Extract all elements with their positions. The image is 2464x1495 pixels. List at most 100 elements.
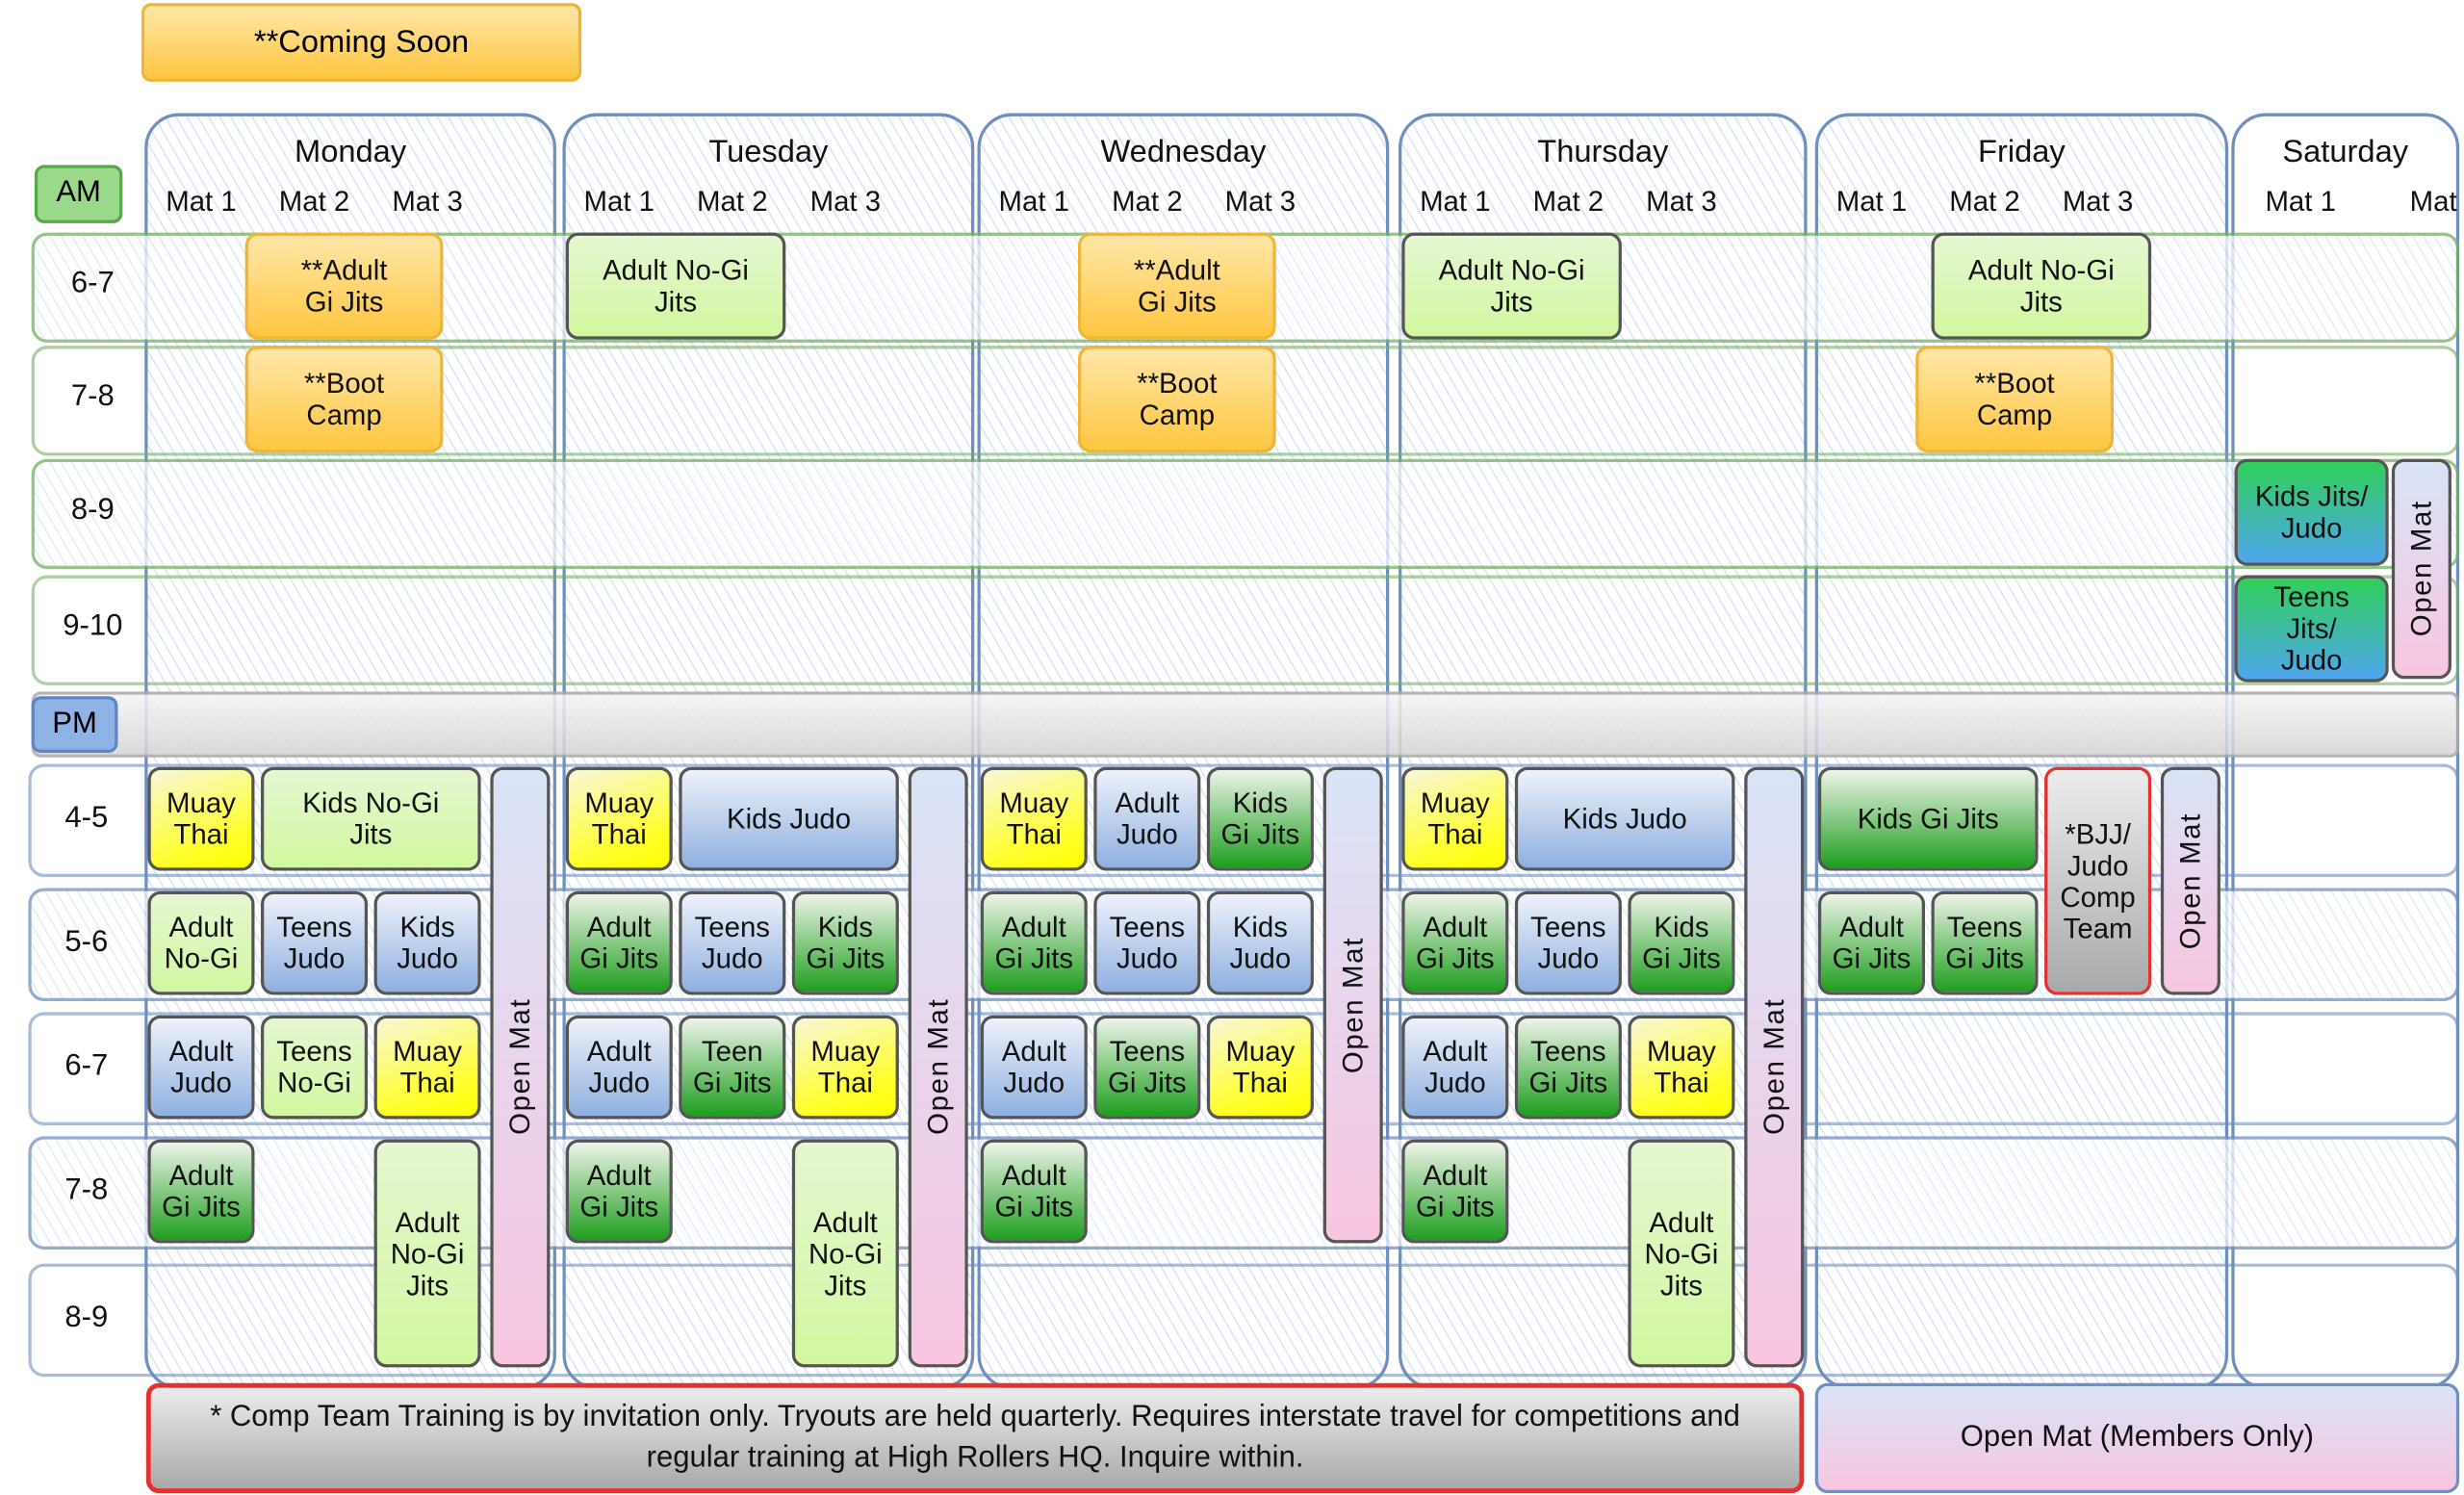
class-label: **Boot Camp — [1974, 368, 2055, 431]
class-label: **Boot Camp — [1137, 368, 1218, 431]
class-label: Open Mat — [922, 998, 955, 1136]
class-block: Adult No-Gi Jits — [565, 232, 786, 340]
pm-row-4-5 — [28, 763, 2460, 878]
class-block: **Boot Camp — [1915, 346, 2114, 453]
class-label: Adult Judo — [1423, 1035, 1488, 1099]
class-block: Adult No-Gi Jits — [1401, 232, 1622, 340]
class-label: Adult Gi Jits — [1415, 1159, 1495, 1224]
class-block: Kids Gi Jits — [791, 890, 899, 995]
class-label: Teens Judo — [694, 911, 771, 975]
class-block: Adult No-Gi Jits — [1931, 232, 2152, 340]
class-block: Adult Gi Jits — [565, 1139, 673, 1244]
class-label: Teen Gi Jits — [692, 1035, 772, 1099]
class-block: Adult No-Gi Jits — [791, 1139, 899, 1368]
class-block: Kids Gi Jits — [1817, 766, 2039, 871]
class-block: Muay Thai — [1206, 1015, 1314, 1120]
class-label: Adult Gi Jits — [162, 1159, 241, 1224]
class-label: Open Mat — [504, 998, 536, 1136]
class-label: Adult Judo — [586, 1035, 652, 1099]
mat-label: Mat 3 — [1646, 185, 1717, 218]
class-block: Adult Judo — [1093, 766, 1201, 871]
class-label: Kids No-Gi Jits — [302, 786, 440, 851]
class-label: Kids Judo — [727, 803, 852, 835]
class-block: Kids Gi Jits — [1206, 766, 1314, 871]
class-label: Open Mat — [1337, 937, 1370, 1074]
class-label: Muay Thai — [1646, 1035, 1716, 1099]
class-block: Muay Thai — [147, 766, 255, 871]
class-label: Adult Judo — [1001, 1035, 1066, 1099]
class-label: Adult No-Gi Jits — [1438, 254, 1585, 318]
mat-label: Mat 3 — [809, 185, 882, 218]
class-label: Kids Gi Jits — [1857, 803, 1999, 835]
day-name: Tuesday — [708, 135, 829, 170]
class-label: Muay Thai — [810, 1035, 881, 1099]
class-block: Adult Judo — [1401, 1015, 1509, 1120]
class-label: **Adult Gi Jits — [1133, 254, 1220, 318]
class-block: Kids Jits/ Judo — [2234, 458, 2389, 566]
class-block: **Adult Gi Jits — [1077, 232, 1276, 340]
class-block: Teens Jits/ Judo — [2234, 575, 2389, 683]
am-row-8-9 — [31, 458, 2460, 570]
class-block: Teens Judo — [261, 890, 369, 995]
time-label: 8-9 — [64, 1301, 109, 1335]
class-block: Adult Judo — [565, 1015, 673, 1120]
class-label: Muay Thai — [584, 786, 654, 851]
class-label: Adult No-Gi Jits — [1644, 1206, 1719, 1302]
am-badge: AM — [34, 165, 123, 223]
day-name: Wednesday — [1100, 135, 1267, 170]
class-block: Teens Gi Jits — [1093, 1015, 1201, 1120]
class-label: **Boot Camp — [303, 368, 385, 431]
class-label: Open Mat — [2405, 500, 2438, 638]
class-label: Open Mat — [1758, 998, 1790, 1136]
coming-soon-legend: **Coming Soon — [141, 3, 582, 82]
class-block: Adult Judo — [980, 1015, 1088, 1120]
class-label: Muay Thai — [1225, 1035, 1296, 1099]
class-block: Muay Thai — [1401, 766, 1509, 871]
time-label: 5-6 — [64, 925, 109, 959]
class-block: Adult Gi Jits — [1401, 890, 1509, 995]
day-name: Thursday — [1537, 135, 1669, 170]
mat-label: Mat 1 — [2265, 185, 2336, 218]
class-label: Teens Jits/ Judo — [2273, 581, 2349, 677]
class-block: Adult Gi Jits — [980, 1139, 1088, 1244]
time-label: 6-7 — [64, 1049, 109, 1083]
class-block: Muay Thai — [791, 1015, 899, 1120]
mat-label: Mat 3 — [392, 185, 463, 218]
class-label: Adult Gi Jits — [994, 1159, 1074, 1224]
class-label: Adult Judo — [1115, 786, 1180, 851]
class-block: Kids Judo — [1514, 766, 1735, 871]
class-label: Adult Gi Jits — [579, 1159, 659, 1224]
class-block: Muay Thai — [373, 1015, 481, 1120]
class-block: Adult Gi Jits — [980, 890, 1088, 995]
class-block: Kids Judo — [373, 890, 481, 995]
day-name: Saturday — [2282, 135, 2409, 170]
class-block: **Boot Camp — [244, 346, 444, 453]
class-label: **Adult Gi Jits — [300, 254, 388, 318]
class-label: Kids Gi Jits — [806, 911, 886, 975]
class-label: Teens Gi Jits — [1945, 911, 2024, 975]
class-label: Open Mat — [2174, 812, 2207, 950]
class-label: Kids Gi Jits — [1220, 786, 1300, 851]
day-name: Monday — [294, 135, 407, 170]
class-block: Teens Judo — [1514, 890, 1622, 995]
class-block: Kids Judo — [1206, 890, 1314, 995]
mat-label: Mat 2 — [697, 185, 768, 218]
class-label: Teens Gi Jits — [1107, 1035, 1187, 1099]
class-label: *BJJ/ Judo Comp Team — [2060, 817, 2136, 944]
class-label: Kids Jits/ Judo — [2254, 480, 2369, 544]
class-block: Teens Gi Jits — [1931, 890, 2039, 995]
time-label: 6-7 — [70, 267, 115, 300]
class-block: Kids Judo — [679, 766, 899, 871]
mat-label: Mat 2 — [1949, 185, 2020, 218]
open-mat-block: Open Mat — [2391, 458, 2451, 680]
class-block: Muay Thai — [565, 766, 673, 871]
mat-label: Mat 2 — [1532, 185, 1604, 218]
comp-team-note: * Comp Team Training is by invitation on… — [145, 1382, 1805, 1494]
open-mat-block: Open Mat — [1744, 766, 1805, 1368]
class-label: Muay Thai — [393, 1035, 462, 1099]
mat-label: Mat 1 — [166, 185, 237, 218]
class-label: Teens Gi Jits — [1528, 1035, 1608, 1099]
time-label: 7-8 — [64, 1173, 109, 1207]
class-label: Adult No-Gi Jits — [808, 1206, 883, 1302]
class-block: Teen Gi Jits — [679, 1015, 786, 1120]
